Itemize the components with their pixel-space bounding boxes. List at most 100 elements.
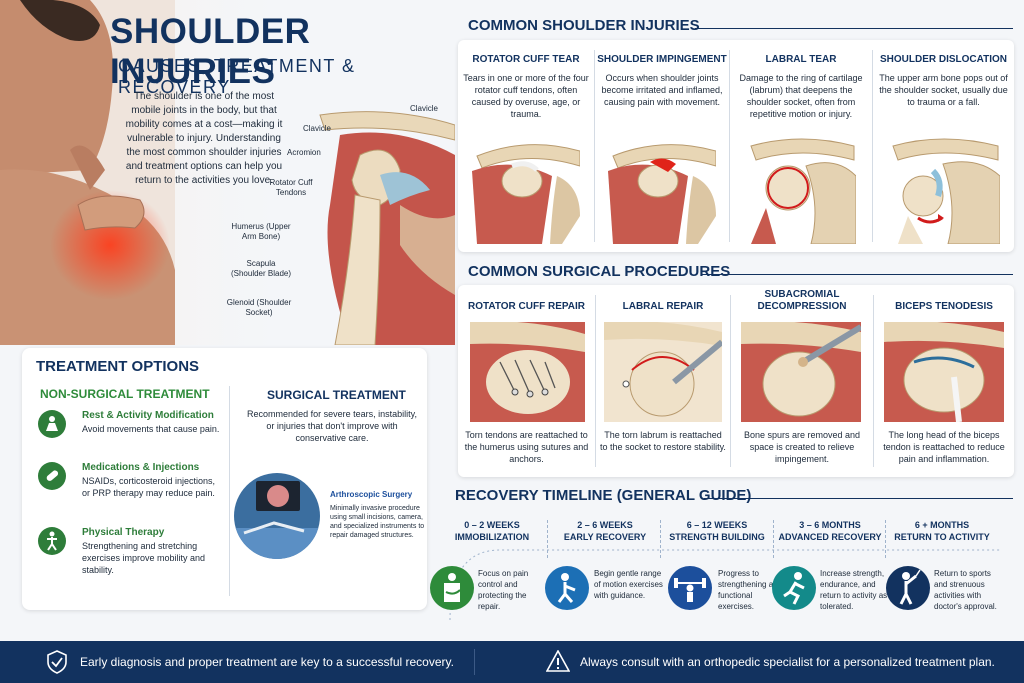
stage-desc: Increase strength, endurance, and return… bbox=[820, 569, 888, 611]
stage-divider bbox=[885, 520, 886, 558]
intro-text: The shoulder is one of the most mobile j… bbox=[125, 91, 283, 186]
stage-name: STRENGTH BUILDING bbox=[669, 532, 765, 542]
procedure-title: SUBACROMIAL DECOMPRESSION bbox=[757, 289, 847, 312]
stage-header: 2 – 6 WEEKS EARLY RECOVERY bbox=[550, 519, 660, 543]
stage-divider bbox=[547, 520, 548, 558]
injury-title: SHOULDER DISLOCATION bbox=[879, 54, 1008, 65]
procedure-card: ROTATOR CUFF REPAIR Torn tendons are rea… bbox=[458, 285, 595, 477]
stage-period: 2 – 6 WEEKS bbox=[577, 520, 633, 530]
footer-left-text: Early diagnosis and proper treatment are… bbox=[80, 655, 454, 669]
procedure-desc: The long head of the biceps tendon is re… bbox=[883, 430, 1005, 464]
stage-name: EARLY RECOVERY bbox=[563, 532, 647, 542]
separator bbox=[873, 295, 874, 467]
stage-period: 6 + MONTHS bbox=[914, 520, 970, 530]
recovery-title: RECOVERY TIMELINE (GENERAL GUIDE) bbox=[455, 487, 752, 504]
label-acromion: Acromion bbox=[287, 148, 321, 157]
injury-desc: Tears in one or more of the four rotator… bbox=[463, 73, 589, 119]
treatment-title: TREATMENT OPTIONS bbox=[36, 358, 200, 375]
injury-title: SHOULDER IMPINGEMENT bbox=[597, 54, 727, 65]
option-desc: Avoid movements that cause pain. bbox=[82, 424, 220, 434]
procedures-title-line bbox=[702, 274, 1013, 275]
divider bbox=[229, 386, 230, 596]
label-clavicle-top: Clavicle bbox=[410, 104, 439, 113]
arthroscopic-surgery-image bbox=[234, 473, 320, 559]
stage-period: 3 – 6 MONTHS bbox=[799, 520, 861, 530]
stage-header: 0 – 2 WEEKS IMMOBILIZATION bbox=[437, 519, 547, 543]
label-rotator-cuff: Rotator Cuff Tendons bbox=[269, 178, 313, 197]
procedure-desc: Torn tendons are reattached to the humer… bbox=[464, 430, 589, 464]
procedure-card: SUBACROMIAL DECOMPRESSION Bone spurs are… bbox=[731, 285, 873, 477]
injury-desc: Damage to the ring of cartilage (labrum)… bbox=[739, 73, 863, 119]
stage-name: ADVANCED RECOVERY bbox=[778, 532, 882, 542]
injury-desc: The upper arm bone pops out of the shoul… bbox=[879, 73, 1008, 107]
stage-header: 6 – 12 WEEKS STRENGTH BUILDING bbox=[662, 519, 772, 543]
arthroscopic-desc: Minimally invasive procedure using small… bbox=[330, 505, 425, 539]
label-clavicle: Clavicle bbox=[303, 124, 332, 133]
procedure-card: BICEPS TENODESIS The long head of the bi… bbox=[874, 285, 1014, 477]
stage-period: 0 – 2 WEEKS bbox=[464, 520, 520, 530]
injury-card: SHOULDER DISLOCATION The upper arm bone … bbox=[873, 40, 1014, 252]
labral-tear-image bbox=[746, 136, 856, 244]
injuries-title: COMMON SHOULDER INJURIES bbox=[468, 17, 700, 34]
runner-icon bbox=[772, 566, 816, 610]
option-desc: NSAIDs, corticosteroid injections, or PR… bbox=[82, 476, 216, 498]
footer-right-text: Always consult with an orthopedic specia… bbox=[580, 655, 995, 669]
warning-icon bbox=[546, 650, 570, 672]
stage-divider bbox=[773, 520, 774, 558]
stage-desc: Return to sports and strenuous activitie… bbox=[934, 569, 997, 611]
injury-desc: Occurs when shoulder joints become irrit… bbox=[601, 73, 723, 107]
procedure-title: ROTATOR CUFF REPAIR bbox=[467, 301, 586, 312]
injuries-card-row: ROTATOR CUFF TEAR Tears in one or more o… bbox=[458, 40, 1014, 252]
shoulder-anatomy-illustration bbox=[319, 111, 455, 345]
procedure-desc: Bone spurs are removed and space is crea… bbox=[743, 430, 861, 464]
stage-name: IMMOBILIZATION bbox=[454, 532, 530, 542]
procedure-card: LABRAL REPAIR The torn labrum is reattac… bbox=[596, 285, 730, 477]
stage-period: 6 – 12 WEEKS bbox=[686, 520, 748, 530]
option-title: Physical Therapy bbox=[82, 527, 165, 538]
stage-divider bbox=[660, 520, 661, 558]
treatment-options-panel: TREATMENT OPTIONS NON-SURGICAL TREATMENT… bbox=[22, 348, 427, 610]
option-title: Rest & Activity Modification bbox=[82, 410, 214, 421]
recovery-title-line bbox=[704, 498, 1013, 499]
rotator-cuff-repair-image bbox=[470, 322, 585, 422]
surgical-desc: Recommended for severe tears, instabilit… bbox=[247, 409, 417, 443]
option-title: Medications & Injections bbox=[82, 462, 200, 473]
rotator-cuff-tear-image bbox=[472, 136, 580, 244]
stage-header: 3 – 6 MONTHS ADVANCED RECOVERY bbox=[775, 519, 885, 543]
label-scapula: Scapula (Shoulder Blade) bbox=[230, 259, 292, 278]
injuries-title-line bbox=[695, 28, 1013, 29]
procedure-title: LABRAL REPAIR bbox=[622, 301, 704, 312]
stage-desc: Progress to strengthening and functional… bbox=[718, 569, 783, 611]
weights-icon bbox=[668, 566, 712, 610]
subacromial-decompression-image bbox=[741, 322, 861, 422]
labral-repair-image bbox=[604, 322, 722, 422]
shoulder-dislocation-image bbox=[888, 136, 1000, 244]
pill-icon bbox=[38, 462, 66, 490]
arthroscopic-title: Arthroscopic Surgery bbox=[330, 490, 413, 499]
stage-name: RETURN TO ACTIVITY bbox=[894, 532, 990, 542]
non-surgical-title: NON-SURGICAL TREATMENT bbox=[40, 387, 210, 401]
separator bbox=[872, 50, 873, 242]
stage-desc: Begin gentle range of motion exercises w… bbox=[594, 569, 663, 600]
separator bbox=[730, 295, 731, 467]
separator bbox=[595, 295, 596, 467]
golfer-icon bbox=[886, 566, 930, 610]
procedures-card-row: ROTATOR CUFF REPAIR Torn tendons are rea… bbox=[458, 285, 1014, 477]
footer-banner: Early diagnosis and proper treatment are… bbox=[0, 641, 1024, 683]
procedure-desc: The torn labrum is reattached to the soc… bbox=[600, 430, 726, 452]
stretch-icon bbox=[545, 566, 589, 610]
rest-icon bbox=[38, 410, 66, 438]
label-glenoid: Glenoid (Shoulder Socket) bbox=[226, 298, 292, 317]
injury-card: SHOULDER IMPINGEMENT Occurs when shoulde… bbox=[595, 40, 729, 252]
injury-title: ROTATOR CUFF TEAR bbox=[472, 54, 580, 65]
procedure-title: BICEPS TENODESIS bbox=[895, 301, 993, 312]
page-title: SHOULDER INJURIES bbox=[110, 12, 311, 91]
hero-section: SHOULDER INJURIES CAUSES, TREATMENT & RE… bbox=[0, 0, 455, 345]
stage-header: 6 + MONTHS RETURN TO ACTIVITY bbox=[887, 519, 997, 543]
shield-check-icon bbox=[47, 650, 67, 674]
procedures-title: COMMON SURGICAL PROCEDURES bbox=[468, 263, 731, 280]
surgical-title: SURGICAL TREATMENT bbox=[267, 388, 406, 402]
label-humerus: Humerus (Upper Arm Bone) bbox=[231, 222, 291, 241]
injury-title: LABRAL TEAR bbox=[765, 54, 837, 65]
person-shoulder-pain-image bbox=[0, 0, 175, 345]
